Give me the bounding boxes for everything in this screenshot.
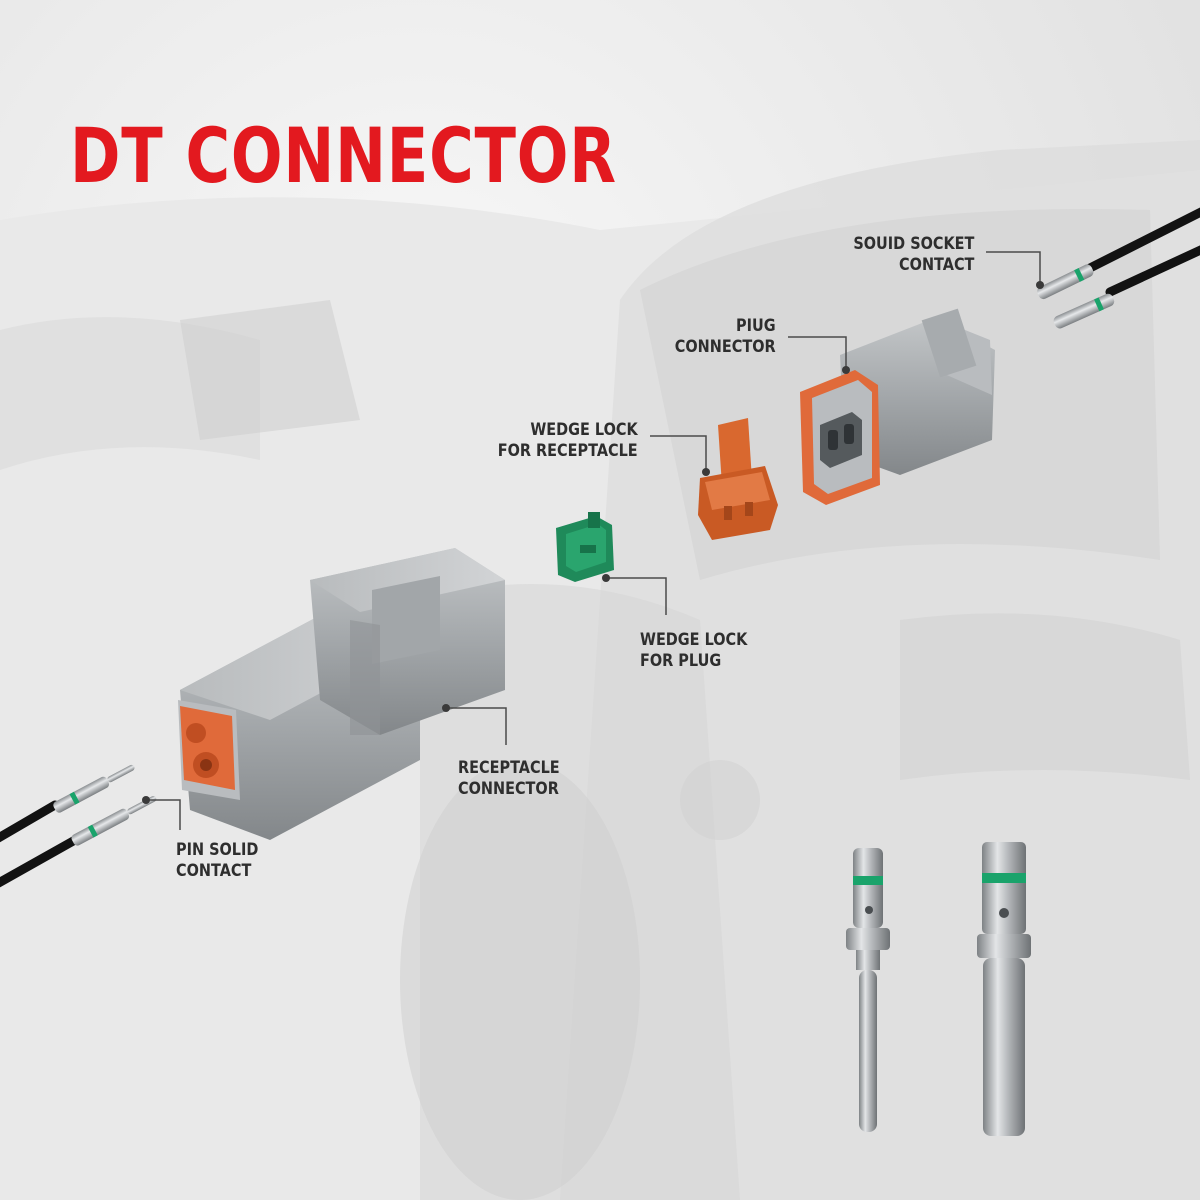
socket-contact-closeup <box>977 842 1031 1136</box>
label-solid-socket-contact: SOUID SOCKET CONTACT <box>852 234 974 275</box>
callout-line-socket <box>986 251 1041 283</box>
callout-lines <box>146 251 1041 830</box>
callout-line-wedge-plug <box>606 577 667 615</box>
callout-line-plug <box>788 336 847 368</box>
label-pin-solid-contact: PIN SOLID CONTACT <box>176 840 259 881</box>
callout-line-wedge-receptacle <box>650 435 707 470</box>
label-wedge-lock-plug: WEDGE LOCK FOR PLUG <box>640 630 748 671</box>
label-receptacle-connector: RECEPTACLE CONNECTOR <box>458 758 560 799</box>
wedge-lock-receptacle <box>698 418 778 540</box>
wedge-lock-plug <box>556 512 614 582</box>
callout-line-pin <box>146 799 181 830</box>
label-plug-connector: PIUG CONNECTOR <box>675 316 776 357</box>
pin-contact-closeup <box>846 848 890 1132</box>
receptacle-connector <box>178 548 505 840</box>
plug-connector <box>800 308 995 505</box>
label-wedge-lock-receptacle: WEDGE LOCK FOR RECEPTACLE <box>498 420 638 461</box>
callout-line-receptacle <box>446 707 507 745</box>
page-title: DT CONNECTOR <box>70 111 617 200</box>
pin-contact-wires <box>0 764 157 888</box>
callout-dots <box>142 281 1044 804</box>
socket-contact-wires <box>1037 207 1200 329</box>
